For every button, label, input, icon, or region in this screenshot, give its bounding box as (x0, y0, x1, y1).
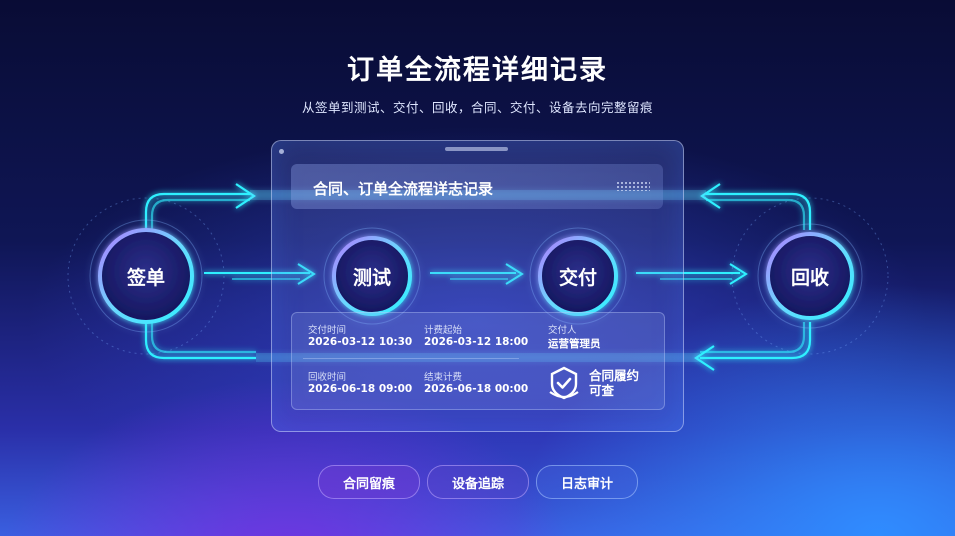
contract-badge-text: 合同履约 可查 (589, 368, 649, 398)
node-recover: 回收 (757, 223, 863, 329)
window-handle (445, 147, 508, 151)
deliverer-label: 交付人 (548, 325, 577, 336)
info-divider (303, 358, 519, 359)
delivery-time-value: 2026-03-12 10:30 (308, 336, 413, 348)
bottom-left-loop-arrow (144, 322, 256, 360)
node-sign-label: 签单 (126, 266, 165, 289)
panel-header (291, 164, 663, 209)
shield-check-icon (549, 366, 579, 400)
arrow-test-to-deliver (430, 263, 524, 285)
pill-device-tracking[interactable]: 设备追踪 (427, 465, 529, 499)
info-card (291, 312, 665, 410)
dot-grid-decoration (616, 181, 650, 191)
billing-end-label: 结束计费 (424, 372, 463, 383)
deliverer-value: 运营管理员 (548, 338, 601, 350)
billing-start-value: 2026-03-12 18:00 (424, 336, 529, 348)
node-sign: 签单 (93, 223, 199, 329)
node-recover-label: 回收 (790, 266, 829, 289)
page-subtitle: 从签单到测试、交付、回收，合同、交付、设备去向完整留痕 (301, 100, 653, 115)
contract-badge-line2: 可查 (589, 383, 615, 398)
arrow-deliver-to-recover (636, 263, 748, 285)
recovery-time-label: 回收时间 (308, 372, 347, 383)
node-deliver: 交付 (525, 223, 631, 329)
node-deliver-label: 交付 (558, 266, 597, 289)
arrow-sign-to-test (204, 263, 316, 285)
panel-header-title: 合同、订单全流程详志记录 (313, 180, 494, 198)
contract-badge-line1: 合同履约 (589, 368, 640, 383)
window-dot (279, 149, 284, 154)
billing-start-label: 计费起始 (424, 325, 463, 336)
billing-end-value: 2026-06-18 00:00 (424, 383, 529, 395)
recovery-time-value: 2026-06-18 09:00 (308, 383, 413, 395)
page-title: 订单全流程详细记录 (347, 55, 608, 86)
pill-contract-trace[interactable]: 合同留痕 (318, 465, 420, 499)
delivery-time-label: 交付时间 (308, 325, 347, 336)
pill-log-audit[interactable]: 日志审计 (536, 465, 638, 499)
node-test: 测试 (319, 223, 425, 329)
node-test-label: 测试 (352, 266, 391, 289)
